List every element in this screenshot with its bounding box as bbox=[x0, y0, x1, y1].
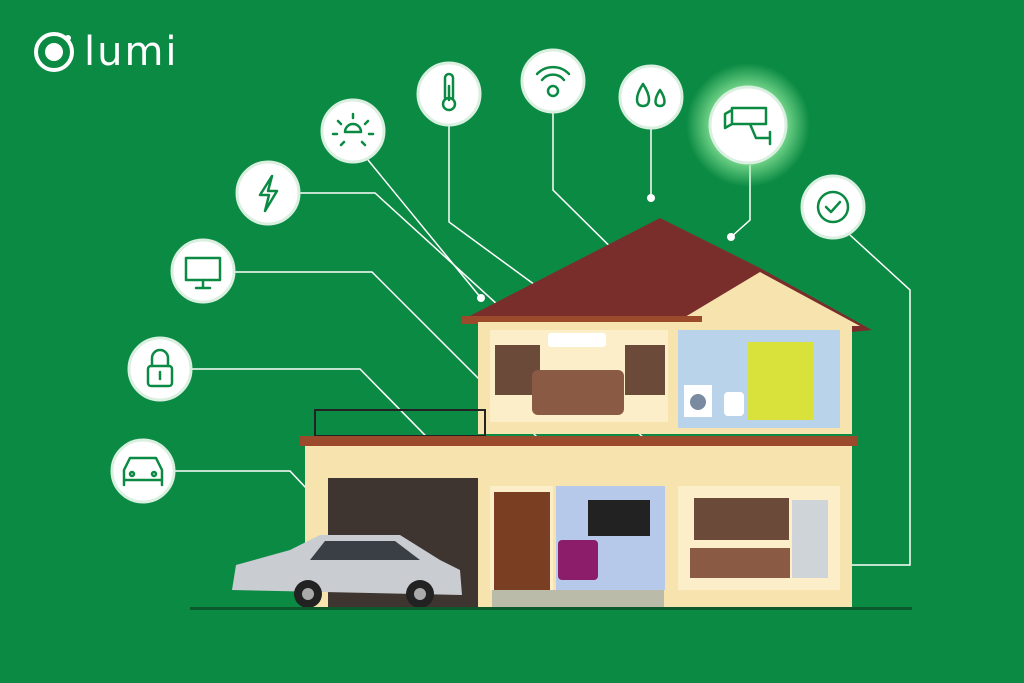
thermometer-icon bbox=[416, 61, 482, 127]
car bbox=[232, 535, 462, 608]
lumi-logo: lumi bbox=[32, 30, 179, 74]
lumi-logo-mark bbox=[34, 32, 74, 72]
security-camera-icon bbox=[708, 85, 788, 165]
check-clock-icon bbox=[800, 174, 866, 240]
ground-line bbox=[190, 607, 912, 610]
lumi-logo-text: lumi bbox=[84, 29, 179, 75]
water-drop-icon bbox=[618, 64, 684, 130]
lightning-icon bbox=[235, 160, 301, 226]
lock-icon bbox=[127, 336, 193, 402]
car-icon bbox=[110, 438, 176, 504]
light-bulb-icon bbox=[320, 98, 386, 164]
monitor-icon bbox=[170, 238, 236, 304]
wifi-icon bbox=[520, 48, 586, 114]
